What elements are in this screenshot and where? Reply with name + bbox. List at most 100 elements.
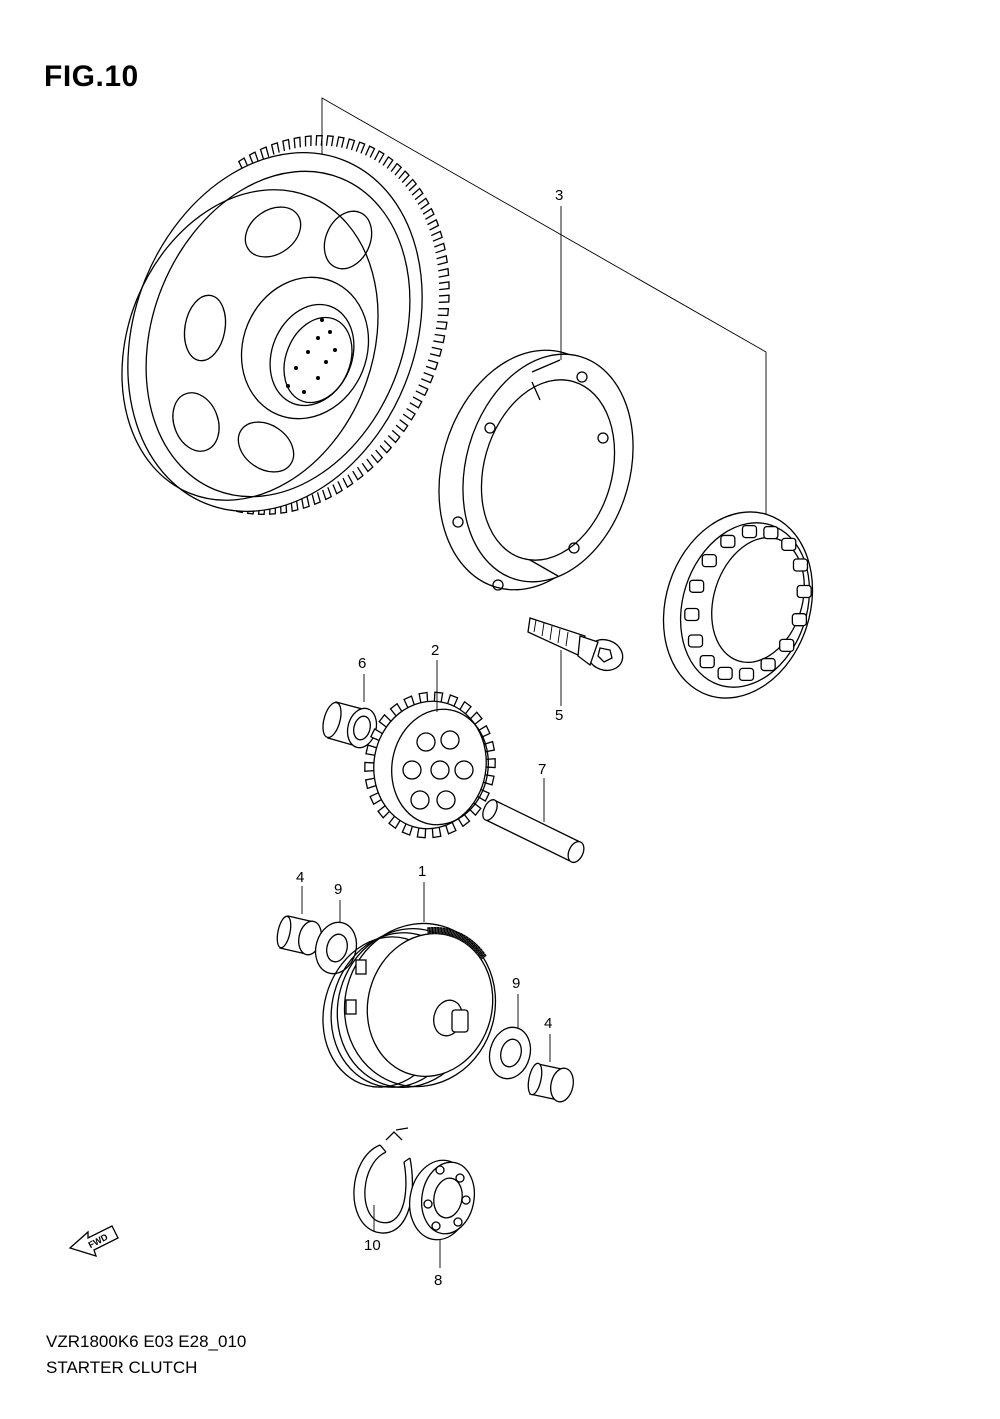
starter-driven-gear xyxy=(121,135,450,515)
one-way-clutch xyxy=(662,511,814,699)
gear-tooth xyxy=(421,371,434,384)
gear-tooth xyxy=(342,474,354,489)
gear-tooth xyxy=(401,823,413,836)
part-4-bushing-left xyxy=(276,915,322,956)
gear-tooth xyxy=(352,466,364,481)
part-7-shaft xyxy=(482,799,585,864)
gear-tooth xyxy=(431,827,442,839)
gear-tooth xyxy=(447,928,452,936)
gear-tooth xyxy=(403,695,415,708)
gear-tooth xyxy=(370,449,384,464)
gear-tooth xyxy=(455,931,461,939)
gear-tooth xyxy=(418,691,429,703)
callout-10: 10 xyxy=(364,1237,381,1254)
gear-tooth xyxy=(433,926,437,934)
sprag xyxy=(699,654,715,669)
gear-tooth xyxy=(345,138,356,151)
gear-tooth xyxy=(409,396,423,409)
gear-tooth xyxy=(270,141,280,155)
gear-tooth xyxy=(465,937,472,945)
sprag xyxy=(779,638,795,652)
gear-tooth xyxy=(474,945,481,953)
callout-8: 8 xyxy=(434,1272,442,1289)
gear-tooth xyxy=(387,429,401,444)
figure-title: FIG.10 xyxy=(44,60,139,93)
gear-tooth xyxy=(373,150,385,163)
gear-tooth xyxy=(438,927,443,935)
gear-tooth xyxy=(438,267,450,278)
gear-tooth xyxy=(444,928,449,936)
sprag xyxy=(701,554,717,568)
sprag xyxy=(738,667,755,682)
clutch-teeth xyxy=(427,926,487,960)
gear-tooth xyxy=(259,146,270,160)
model-code: VZR1800K6 E03 E28_010 xyxy=(46,1332,247,1351)
part-6-bushing xyxy=(322,701,378,749)
callout-6: 6 xyxy=(358,655,366,672)
sprag xyxy=(684,607,700,622)
gear-tooth xyxy=(325,135,334,147)
callout-4b: 4 xyxy=(544,1015,552,1032)
gear-tooth xyxy=(364,145,376,158)
sprag xyxy=(760,657,776,672)
gear-tooth xyxy=(390,162,403,176)
gear-tooth xyxy=(364,761,374,772)
callout-1: 1 xyxy=(418,863,426,880)
gear-tooth xyxy=(379,440,393,454)
sprag xyxy=(781,537,797,552)
sprag xyxy=(717,666,733,681)
part-3-retainer-ring xyxy=(438,349,634,591)
gear-tooth xyxy=(430,926,434,934)
sprag xyxy=(791,613,808,627)
gear-tooth xyxy=(486,758,496,769)
gear-tooth xyxy=(436,255,448,266)
gear-tooth xyxy=(437,308,450,317)
assembly-bracket-line xyxy=(321,97,767,516)
gear-tooth xyxy=(301,496,310,510)
gear-tooth xyxy=(441,927,446,935)
gear-tooth xyxy=(417,197,430,210)
gear-tooth xyxy=(460,934,467,942)
gear-tooth xyxy=(462,935,469,944)
part-9-washer-left xyxy=(314,921,358,975)
gear-tooth xyxy=(382,155,394,169)
gear-tooth xyxy=(365,744,377,756)
gear-tooth xyxy=(425,359,439,371)
gear-tooth xyxy=(427,927,431,935)
gear-tooth xyxy=(282,138,291,152)
gear-tooth xyxy=(438,294,450,303)
sprag xyxy=(796,584,812,599)
sprag xyxy=(741,524,758,539)
gear-tooth xyxy=(311,492,322,506)
gear-tooth xyxy=(447,694,459,707)
gear-tooth xyxy=(452,930,458,938)
gear-tooth xyxy=(416,827,427,839)
gear-tooth xyxy=(422,207,435,220)
gear-tooth xyxy=(435,320,448,330)
part-9-washer-right xyxy=(488,1026,532,1080)
part-5-bolt xyxy=(527,617,624,672)
gear-tooth xyxy=(450,929,455,937)
gear-tooth xyxy=(445,822,457,835)
sprag-elements xyxy=(684,524,812,682)
gear-tooth xyxy=(332,481,343,495)
gear-tooth xyxy=(431,230,443,242)
gear-tooth xyxy=(436,926,440,934)
callout-9a: 9 xyxy=(334,881,342,898)
gear-tooth xyxy=(434,242,446,254)
gear-tooth xyxy=(433,691,444,703)
forward-arrow-icon: FWD xyxy=(68,1225,119,1257)
gear-tooth xyxy=(355,141,366,154)
gear-tooth xyxy=(438,281,450,291)
gear-tooth xyxy=(467,939,474,947)
gear-tooth xyxy=(361,458,374,473)
gear-tooth xyxy=(479,953,487,960)
hub-dots xyxy=(286,318,337,394)
sprag xyxy=(687,634,704,648)
part-4-bushing-right xyxy=(527,1062,574,1103)
gear-tooth xyxy=(472,943,479,951)
gear-tooth xyxy=(477,950,485,958)
sprag xyxy=(688,579,705,593)
